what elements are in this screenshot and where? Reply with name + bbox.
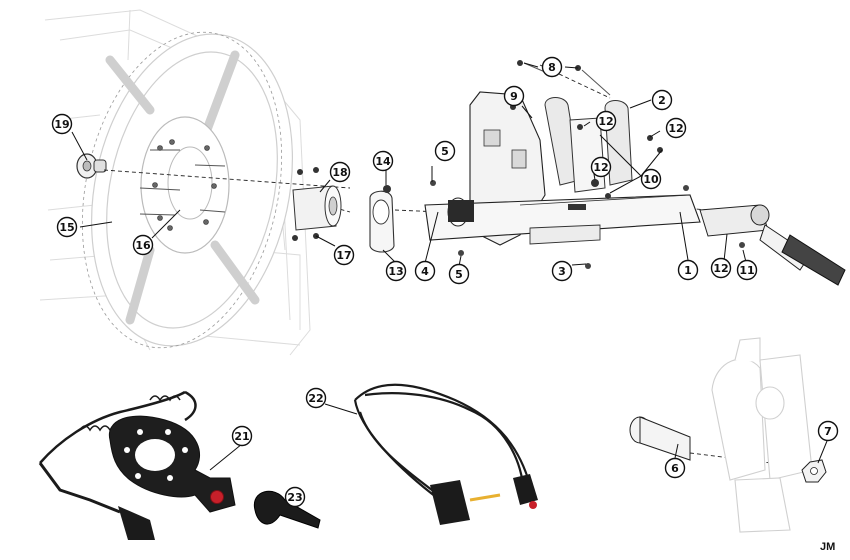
callout-16: 16 — [132, 234, 154, 256]
callout-3: 3 — [551, 260, 573, 282]
callout-number: 5 — [455, 268, 463, 281]
callout-number: 5 — [441, 145, 449, 158]
callout-circle — [817, 420, 839, 442]
callout-circle — [503, 85, 525, 107]
steering-column — [424, 91, 701, 246]
callout-number: 17 — [336, 249, 351, 262]
callout-9: 9 — [503, 85, 525, 107]
callout-number: 7 — [824, 425, 832, 438]
callout-number: 9 — [510, 90, 518, 103]
callout-12: 12 — [710, 257, 732, 279]
callout-4: 4 — [414, 260, 436, 282]
hub-adapter — [139, 149, 342, 241]
callout-12: 12 — [665, 117, 687, 139]
p-clip — [253, 490, 321, 529]
callout-12: 12 — [595, 110, 617, 132]
callout-number: 2 — [658, 94, 666, 107]
callout-circle — [664, 457, 686, 479]
callout-15: 15 — [56, 216, 78, 238]
callout-11: 11 — [736, 259, 758, 281]
callout-number: 21 — [234, 430, 249, 443]
callout-circle — [434, 140, 456, 162]
callout-13: 13 — [385, 260, 407, 282]
callout-circle — [51, 113, 73, 135]
callout-number: 8 — [548, 61, 556, 74]
callout-circle — [329, 161, 351, 183]
callout-circle — [651, 89, 673, 111]
callout-number: 12 — [593, 161, 608, 174]
callout-number: 4 — [421, 265, 429, 278]
callout-number: 12 — [668, 122, 683, 135]
horn-button — [76, 153, 107, 179]
callout-circle — [56, 216, 78, 238]
callout-number: 16 — [135, 239, 151, 252]
callout-17: 17 — [333, 244, 355, 266]
callout-23: 23 — [284, 486, 306, 508]
callout-number: 19 — [54, 118, 69, 131]
callout-number: 23 — [287, 491, 302, 504]
credit-initials: JM — [820, 541, 835, 553]
callout-number: 22 — [308, 392, 323, 405]
callout-circle — [595, 110, 617, 132]
callout-circle — [541, 56, 563, 78]
clamp-ring — [369, 185, 395, 253]
callout-circle — [414, 260, 436, 282]
callout-number: 13 — [388, 265, 403, 278]
callout-1: 1 — [677, 259, 699, 281]
callout-7: 7 — [817, 420, 839, 442]
horn-switch-plate — [38, 390, 236, 540]
callout-circle — [333, 244, 355, 266]
callout-circle — [590, 156, 612, 178]
callout-number: 10 — [643, 173, 659, 186]
callout-circle — [385, 260, 407, 282]
callout-labels: 1234556789101112121212131415161718192122… — [51, 56, 839, 508]
callout-number: 15 — [59, 221, 74, 234]
callout-number: 1 — [684, 264, 692, 277]
callout-number: 12 — [598, 115, 613, 128]
callout-number: 12 — [713, 262, 728, 275]
callout-12: 12 — [590, 156, 612, 178]
callout-circle — [551, 260, 573, 282]
callout-number: 18 — [332, 166, 347, 179]
callout-14: 14 — [372, 150, 394, 172]
callout-22: 22 — [305, 387, 327, 409]
wiring-harness — [353, 383, 538, 525]
callout-circle — [132, 234, 154, 256]
callout-2: 2 — [651, 89, 673, 111]
callout-number: 11 — [739, 264, 754, 277]
universal-joint — [699, 204, 846, 286]
u-joint-detail — [629, 337, 827, 533]
callout-5: 5 — [434, 140, 456, 162]
steering-wheel — [81, 31, 294, 349]
callout-circle — [710, 257, 732, 279]
callout-10: 10 — [640, 168, 662, 190]
callout-number: 6 — [671, 462, 679, 475]
callout-circle — [736, 259, 758, 281]
callout-circle — [305, 387, 327, 409]
callout-21: 21 — [231, 425, 253, 447]
callout-circle — [372, 150, 394, 172]
callout-6: 6 — [664, 457, 686, 479]
callout-circle — [284, 486, 306, 508]
callout-8: 8 — [541, 56, 563, 78]
callout-circle — [665, 117, 687, 139]
callout-circle — [231, 425, 253, 447]
callout-number: 3 — [558, 265, 566, 278]
callout-number: 14 — [375, 155, 391, 168]
leader-lines — [71, 62, 828, 503]
callout-18: 18 — [329, 161, 351, 183]
callout-circle — [677, 259, 699, 281]
callout-19: 19 — [51, 113, 73, 135]
callout-circle — [448, 263, 470, 285]
callout-circle — [640, 168, 662, 190]
callout-5: 5 — [448, 263, 470, 285]
